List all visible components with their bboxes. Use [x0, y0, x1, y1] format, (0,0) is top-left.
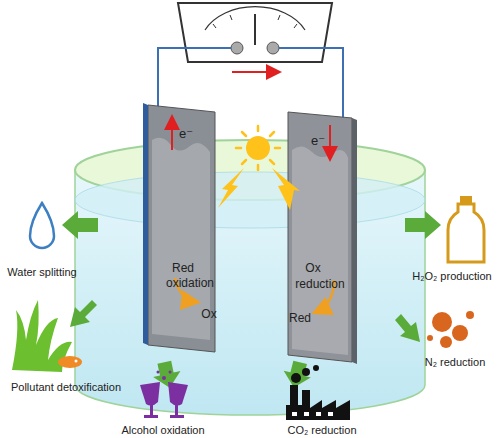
- reactant-label: Red: [172, 262, 194, 274]
- sun: [236, 126, 280, 170]
- electron-arrow: [329, 125, 331, 158]
- water-drop-icon: [30, 203, 54, 248]
- pollutant-icon: [12, 300, 82, 372]
- wire: [279, 48, 343, 118]
- electron-label: e⁻: [179, 127, 193, 140]
- ammeter: [178, 3, 332, 62]
- application-label: H₂O₂ production: [412, 271, 491, 282]
- bottle-icon: [448, 196, 484, 262]
- application-label: Alcohol oxidation: [121, 425, 204, 436]
- photocathode: [288, 112, 357, 364]
- light-bolt: [218, 168, 244, 208]
- output-arrows: [62, 211, 441, 391]
- wire: [158, 48, 231, 110]
- beaker: [75, 140, 425, 415]
- reactant-label: Ox: [305, 262, 320, 274]
- reaction-label: oxidation: [166, 277, 214, 289]
- wine-glasses-icon: [140, 371, 188, 419]
- application-label: Pollutant detoxification: [11, 382, 121, 393]
- product-label: Ox: [201, 308, 216, 320]
- product-label: Red: [289, 312, 311, 324]
- application-label: N₂ reduction: [425, 357, 486, 368]
- electron-label: e⁻: [311, 134, 325, 147]
- current-arrow: [232, 71, 278, 73]
- n2-bubbles-icon: [427, 311, 474, 348]
- light-bolt: [272, 168, 300, 210]
- application-label: CO₂ reduction: [287, 425, 356, 436]
- reaction-label: reduction: [295, 278, 344, 290]
- electron-arrow: [171, 118, 173, 150]
- factory-icon: [286, 365, 350, 420]
- application-label: Water splitting: [7, 267, 76, 278]
